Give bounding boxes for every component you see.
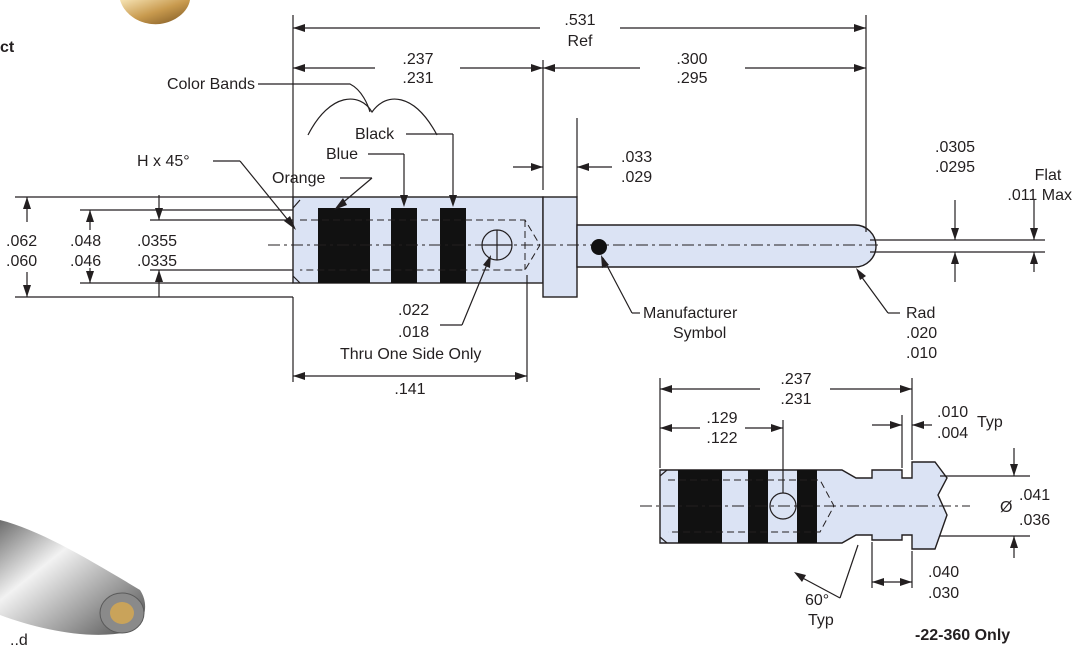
- detail-note: -22-360 Only: [915, 627, 1010, 644]
- detail-lip-typ: Typ: [977, 414, 1003, 431]
- gold-contact-photo: [120, 0, 190, 25]
- contact-flange: [542, 196, 578, 298]
- manufacturer-label-1: Manufacturer: [643, 305, 738, 322]
- bore-min: .0335: [137, 253, 177, 270]
- od-min: .060: [6, 253, 37, 270]
- bore-depth: .141: [394, 381, 425, 398]
- band-orange-label: Orange: [272, 170, 325, 187]
- body-min: .046: [70, 253, 101, 270]
- band-black-label: Black: [355, 126, 395, 143]
- flange-max: .033: [621, 149, 652, 166]
- detail-angle: 60°: [805, 592, 829, 609]
- detail-groove-min: .030: [928, 585, 959, 602]
- pin-length-max: .300: [676, 51, 707, 68]
- detail-dia-max: .041: [1019, 487, 1050, 504]
- rad-label: Rad: [906, 305, 935, 322]
- manufacturer-label-2: Symbol: [673, 325, 726, 342]
- tip-flat-max: .0305: [935, 139, 975, 156]
- detail-length-max: .237: [780, 371, 811, 388]
- tip-flat-min: .0295: [935, 159, 975, 176]
- od-max: .062: [6, 233, 37, 250]
- band-zone-min: .231: [402, 70, 433, 87]
- pin-length-min: .295: [676, 70, 707, 87]
- overall-length-value: .531: [564, 12, 595, 29]
- contact-pin: [576, 224, 877, 268]
- flat-label: Flat: [1035, 167, 1062, 184]
- hole-min: .018: [398, 324, 429, 341]
- photo-fragment-text: ..d: [10, 632, 28, 647]
- main-view: .531 Ref .237 .231 .300 .295 .033 .029 .…: [6, 12, 1072, 398]
- body-max: .048: [70, 233, 101, 250]
- detail-dia-min: .036: [1019, 512, 1050, 529]
- detail-length-min: .231: [780, 391, 811, 408]
- hole-note: Thru One Side Only: [340, 346, 481, 363]
- detail-hole-pos-max: .129: [706, 410, 737, 427]
- detail-hole-pos-min: .122: [706, 430, 737, 447]
- detail-diameter-symbol: Ø: [1000, 499, 1012, 516]
- manufacturer-symbol-dot: [591, 239, 607, 255]
- detail-lip-max: .010: [937, 404, 968, 421]
- rad-min: .010: [906, 345, 937, 362]
- flange-min: .029: [621, 169, 652, 186]
- hole-max: .022: [398, 302, 429, 319]
- color-bands-label: Color Bands: [167, 76, 255, 93]
- overall-length-ref: Ref: [568, 33, 593, 50]
- rad-max: .020: [906, 325, 937, 342]
- silver-tube-photo: [0, 520, 146, 635]
- bore-max: .0355: [137, 233, 177, 250]
- detail-angle-typ: Typ: [808, 612, 834, 629]
- band-blue-label: Blue: [326, 146, 358, 163]
- band-zone-max: .237: [402, 51, 433, 68]
- detail-view: .237 .231 .129 .122 .010 .004 Typ Ø .041…: [640, 371, 1050, 644]
- chamfer-label: H x 45°: [137, 153, 190, 170]
- flat-max-label: .011 Max: [1007, 187, 1072, 204]
- detail-lip-min: .004: [937, 425, 968, 442]
- detail-groove-max: .040: [928, 564, 959, 581]
- caption-fragment: ct: [0, 39, 15, 56]
